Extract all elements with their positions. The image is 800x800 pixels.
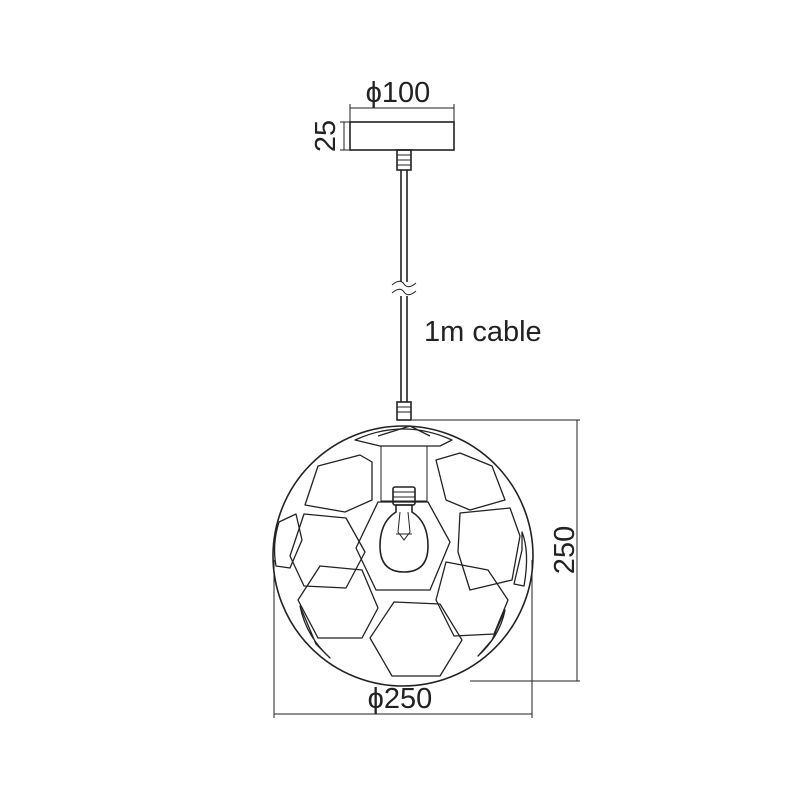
hex-panel-center xyxy=(355,501,451,591)
hex-panel-lower-right xyxy=(435,561,509,637)
bulb-glass xyxy=(379,504,429,573)
shade-height-label: 250 xyxy=(549,526,581,574)
hex-panel-bottom-center xyxy=(369,601,463,677)
hex-panel-bottom-right xyxy=(477,609,506,657)
hex-panel-bottom-left xyxy=(299,605,331,659)
hex-panel-far-left xyxy=(273,513,303,569)
bulb-filament-support xyxy=(397,511,411,541)
hex-panel-upper-right xyxy=(435,452,506,511)
cable-break-mark-top xyxy=(391,280,417,288)
shade-diameter-dimension: ϕ250 xyxy=(273,560,533,718)
socket-housing xyxy=(380,445,428,502)
hex-panel-right xyxy=(457,507,521,591)
hex-panel-left xyxy=(289,513,366,589)
hex-panel-upper-left xyxy=(304,454,373,513)
upper-cable-grip xyxy=(396,149,412,171)
ceiling-canopy: ϕ100 25 xyxy=(310,77,455,152)
canopy-body xyxy=(349,121,455,151)
lower-cable-grip xyxy=(396,401,412,421)
suspension-cable: 1m cable xyxy=(391,170,542,402)
globe-top-cap xyxy=(354,428,453,447)
hex-panel-lower-left xyxy=(297,565,379,639)
light-bulb xyxy=(379,486,429,573)
lower-grip-body xyxy=(396,401,412,421)
hexagonal-globe-shade xyxy=(272,425,534,687)
canopy-height-label: 25 xyxy=(310,120,342,152)
globe-outline xyxy=(272,425,534,687)
cable-length-label: 1m cable xyxy=(424,316,542,348)
canopy-diameter-label: ϕ100 xyxy=(366,77,431,109)
shade-height-dimension: 250 xyxy=(412,419,581,682)
hex-panel-far-right xyxy=(513,531,528,587)
cable-break-mark-bottom xyxy=(391,288,417,296)
shade-diameter-label: ϕ250 xyxy=(368,683,433,715)
